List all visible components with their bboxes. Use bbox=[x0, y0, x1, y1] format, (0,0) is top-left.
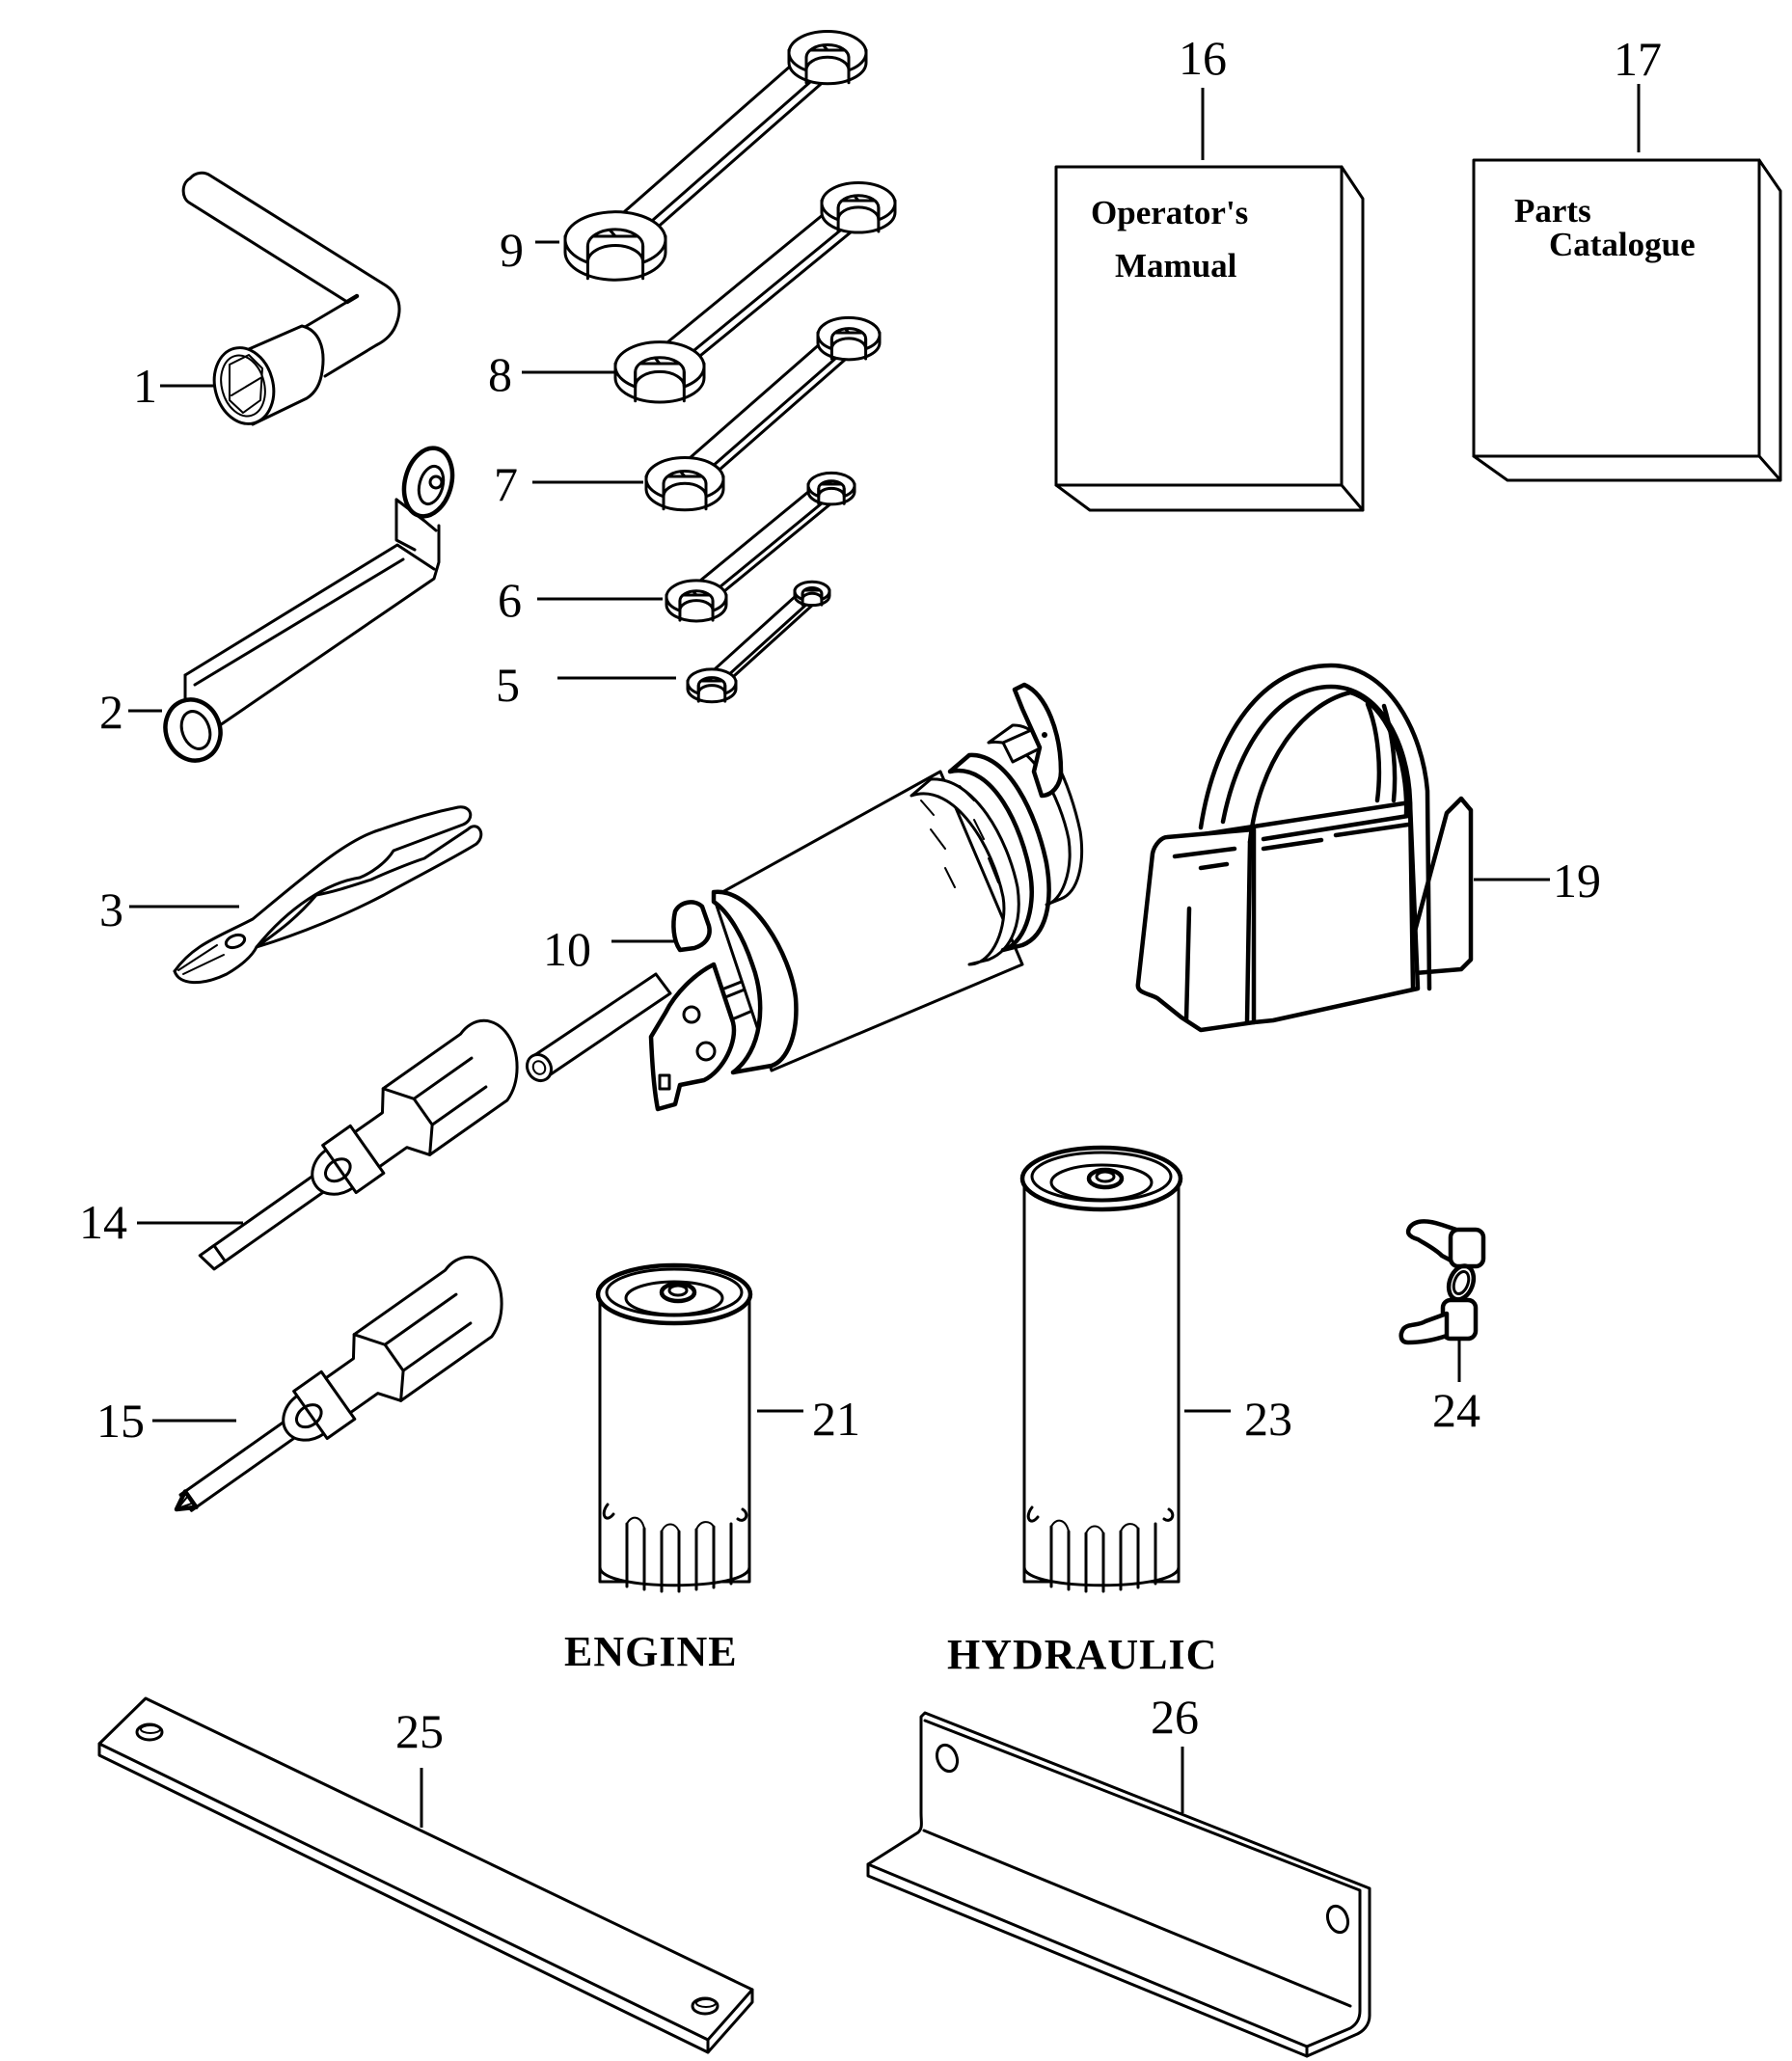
callout-7: 7 bbox=[494, 457, 643, 511]
wrench-jaw bbox=[613, 340, 706, 404]
screwdriver-set bbox=[174, 1018, 519, 1512]
callout-15-number: 15 bbox=[96, 1394, 145, 1448]
engine-filter-caption: ENGINE bbox=[564, 1628, 738, 1675]
callout-17: 17 bbox=[1614, 32, 1662, 152]
part-14-flat-screwdriver bbox=[198, 1018, 519, 1271]
part-19-tool-bag bbox=[1135, 663, 1474, 1033]
callout-9-number: 9 bbox=[500, 223, 524, 277]
wrench-jaw bbox=[806, 471, 856, 506]
part-1-box-spanner bbox=[181, 171, 401, 426]
callout-3: 3 bbox=[99, 882, 239, 936]
callout-16: 16 bbox=[1179, 31, 1227, 160]
callout-6-number: 6 bbox=[498, 573, 522, 627]
part-24-keys bbox=[1398, 1219, 1486, 1345]
callout-9: 9 bbox=[500, 223, 559, 277]
part-7-wrench bbox=[644, 315, 882, 512]
catalogue-title-line-2: Catalogue bbox=[1549, 226, 1696, 263]
part-26-angle-bracket bbox=[866, 1711, 1371, 2058]
part-10-grease-gun bbox=[525, 682, 1084, 1112]
wrench-jaw bbox=[820, 181, 897, 234]
callout-5: 5 bbox=[496, 658, 676, 712]
part-9-wrench bbox=[563, 30, 868, 282]
callout-25: 25 bbox=[395, 1704, 444, 1828]
part-17-parts-catalogue: Parts Catalogue bbox=[1472, 158, 1782, 482]
callout-24-number: 24 bbox=[1432, 1383, 1480, 1437]
wrench-set bbox=[563, 30, 897, 704]
manual-title-line-1: Operator's bbox=[1091, 194, 1248, 231]
callout-2-number: 2 bbox=[99, 685, 123, 739]
part-5-wrench bbox=[686, 580, 831, 704]
part-8-wrench bbox=[613, 181, 897, 404]
part-15-phillips-screwdriver bbox=[174, 1255, 503, 1512]
part-23-hydraulic-filter bbox=[1019, 1145, 1183, 1593]
callout-14: 14 bbox=[79, 1195, 243, 1249]
callout-17-number: 17 bbox=[1614, 32, 1662, 86]
callout-21: 21 bbox=[757, 1392, 860, 1446]
wrench-jaw bbox=[816, 315, 882, 362]
callout-19-number: 19 bbox=[1553, 854, 1601, 908]
callout-26-number: 26 bbox=[1151, 1690, 1199, 1744]
callout-1-number: 1 bbox=[133, 359, 157, 413]
callout-5-number: 5 bbox=[496, 658, 520, 712]
catalogue-title-line-1: Parts bbox=[1514, 192, 1591, 230]
part-2-offset-ring-spanner bbox=[163, 446, 455, 763]
callout-7-number: 7 bbox=[494, 457, 518, 511]
callout-23-number: 23 bbox=[1244, 1392, 1292, 1446]
callout-25-number: 25 bbox=[395, 1704, 444, 1758]
callout-3-number: 3 bbox=[99, 882, 123, 936]
callout-1: 1 bbox=[133, 359, 214, 413]
callout-10-number: 10 bbox=[543, 922, 591, 976]
wrench-jaw bbox=[665, 579, 728, 623]
part-25-flat-strap bbox=[97, 1696, 754, 2054]
callout-15: 15 bbox=[96, 1394, 236, 1448]
hydraulic-filter-caption: HYDRAULIC bbox=[947, 1631, 1217, 1678]
wrench-jaw bbox=[563, 210, 667, 282]
callout-2: 2 bbox=[99, 685, 162, 739]
manual-title-line-2: Mamual bbox=[1115, 247, 1237, 285]
callout-8-number: 8 bbox=[488, 347, 512, 401]
callout-24: 24 bbox=[1432, 1341, 1480, 1437]
callout-23: 23 bbox=[1184, 1392, 1292, 1446]
wrench-jaw bbox=[644, 456, 725, 512]
callout-8: 8 bbox=[488, 347, 617, 401]
callout-14-number: 14 bbox=[79, 1195, 127, 1249]
part-3-pliers bbox=[173, 805, 483, 985]
callout-21-number: 21 bbox=[812, 1392, 860, 1446]
part-16-operators-manual: Operator's Mamual bbox=[1054, 165, 1365, 512]
callout-26: 26 bbox=[1151, 1690, 1199, 1813]
part-6-wrench bbox=[665, 471, 856, 623]
wrench-jaw bbox=[787, 30, 868, 86]
part-21-engine-filter bbox=[595, 1262, 753, 1593]
callout-10: 10 bbox=[543, 922, 675, 976]
callout-19: 19 bbox=[1474, 854, 1601, 908]
callout-6: 6 bbox=[498, 573, 663, 627]
wrench-jaw bbox=[686, 667, 738, 704]
callout-16-number: 16 bbox=[1179, 31, 1227, 85]
wrench-jaw bbox=[793, 580, 831, 608]
